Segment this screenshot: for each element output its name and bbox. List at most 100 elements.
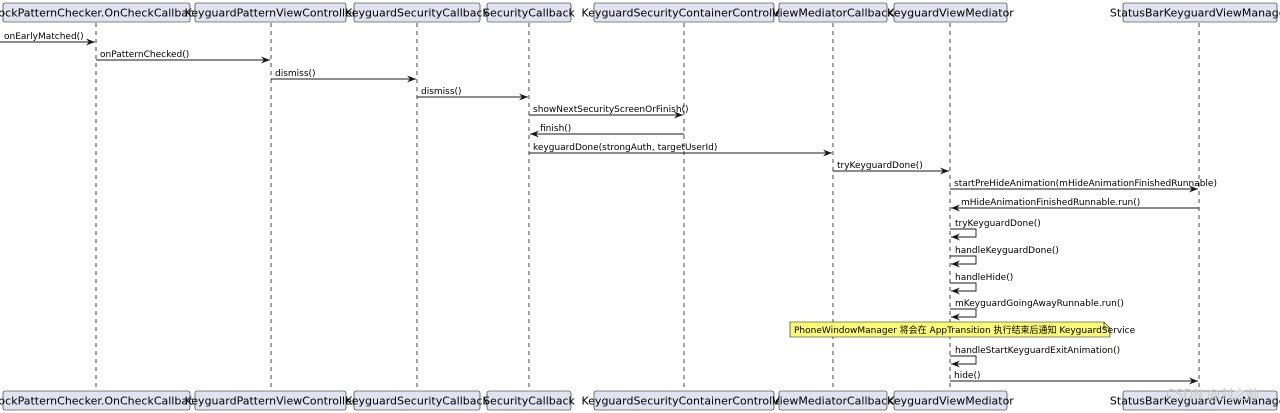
participant-box	[1122, 2, 1278, 23]
participant-bottom-keyguardsecuritycontainercontroller: KeyguardSecurityContainerController	[582, 390, 787, 411]
participant-label: ViewMediatorCallback	[772, 7, 894, 20]
self-arrow	[950, 355, 977, 365]
participant-top-keyguardpatternviewcontroller: KeyguardPatternViewController	[185, 2, 357, 23]
message-label: dismiss()	[421, 87, 462, 97]
participant-top-statusbarkeyguardviewmanager: StatusBarKeyguardViewManager	[1110, 2, 1280, 23]
participant-bottom-lockpatternchecker-oncheckcallback: LockPatternChecker.OnCheckCallback	[0, 390, 201, 411]
participant-label: SecurityCallback	[483, 395, 575, 408]
participant-label: KeyguardPatternViewController	[185, 7, 357, 20]
arrow-head	[951, 233, 960, 241]
participant-top-keyguardsecuritycontainercontroller: KeyguardSecurityContainerController	[582, 2, 787, 23]
message-mkeyguardgoingawayrunnable-run: mKeyguardGoingAwayRunnable.run()	[950, 299, 1124, 321]
message-trykeyguarddone: tryKeyguardDone()	[950, 219, 1041, 241]
message-label: startPreHideAnimation(mHideAnimationFini…	[954, 179, 1217, 189]
message-startprehideanimation-mhideanimationfinishedrunnable: startPreHideAnimation(mHideAnimationFini…	[950, 179, 1217, 193]
participant-label: StatusBarKeyguardViewManager	[1110, 395, 1280, 408]
note-fold	[1103, 322, 1110, 329]
message-label: onEarlyMatched()	[4, 32, 84, 42]
message-label: mKeyguardGoingAwayRunnable.run()	[955, 299, 1124, 309]
arrow-head	[951, 360, 960, 368]
participant-top-lockpatternchecker-oncheckcallback: LockPatternChecker.OnCheckCallback	[0, 2, 201, 23]
self-arrow	[950, 255, 977, 265]
participant-top-keyguardsecuritycallback: KeyguardSecurityCallback	[345, 2, 490, 23]
message-onearlymatched: onEarlyMatched()	[0, 32, 95, 46]
self-arrow	[950, 282, 977, 292]
participant-box	[353, 390, 481, 411]
self-arrow	[950, 228, 977, 238]
message-label: hide()	[954, 371, 980, 381]
arrow-head	[407, 75, 416, 83]
participant-label: StatusBarKeyguardViewManager	[1110, 7, 1280, 20]
note: PhoneWindowManager 将会在 AppTransition 执行结…	[789, 321, 1136, 338]
messages: onEarlyMatched() onPatternChecked() dismis…	[0, 32, 1217, 385]
message-hide: hide()	[950, 371, 1198, 385]
participant-box	[2, 2, 191, 23]
participant-bottom-viewmediatorcallback: ViewMediatorCallback	[772, 390, 894, 411]
participant-box	[194, 390, 347, 411]
message-label: handleStartKeyguardExitAnimation()	[955, 346, 1120, 356]
participant-box	[593, 390, 775, 411]
message-handlekeyguarddone: handleKeyguardDone()	[950, 246, 1059, 268]
message-label: dismiss()	[275, 69, 316, 79]
message-label: showNextSecurityScreenOrFinish()	[533, 105, 689, 115]
message-onpatternchecked: onPatternChecked()	[96, 50, 270, 64]
arrow-head	[1189, 377, 1198, 385]
message-mhideanimationfinishedrunnable-run: mHideAnimationFinishedRunnable.run()	[951, 198, 1199, 212]
participant-box	[353, 2, 481, 23]
arrow-head	[86, 38, 95, 46]
message-finish: finish()	[530, 124, 684, 138]
participant-box	[778, 2, 888, 23]
arrow-head	[940, 167, 949, 175]
participant-label: KeyguardViewMediator	[887, 7, 1014, 20]
message-dismiss: dismiss()	[271, 69, 416, 83]
participant-label: KeyguardSecurityCallback	[345, 395, 489, 408]
message-label: handleHide()	[955, 273, 1013, 283]
participant-label: ViewMediatorCallback	[772, 395, 894, 408]
participant-bottom-securitycallback: SecurityCallback	[483, 390, 576, 411]
message-keyguarddone-strongauth-targetuserid: keyguardDone(strongAuth, targetUserId)	[529, 143, 832, 157]
message-label: onPatternChecked()	[100, 50, 189, 60]
self-arrow	[950, 308, 977, 318]
arrow-head	[530, 130, 539, 138]
participant-top-keyguardviewmediator: KeyguardViewMediator	[887, 2, 1014, 23]
participant-box	[893, 390, 1008, 411]
participant-bottom-statusbarkeyguardviewmanager: StatusBarKeyguardViewManager	[1110, 390, 1280, 411]
participant-box	[778, 390, 888, 411]
participant-bottom-keyguardpatternviewcontroller: KeyguardPatternViewController	[185, 390, 357, 411]
message-label: mHideAnimationFinishedRunnable.run()	[961, 198, 1140, 208]
message-trykeyguarddone: tryKeyguardDone()	[833, 161, 949, 175]
message-label: tryKeyguardDone()	[955, 219, 1041, 229]
message-label: tryKeyguardDone()	[837, 161, 923, 171]
participant-box	[2, 390, 191, 411]
participant-label: KeyguardSecurityContainerController	[582, 7, 787, 20]
message-handlehide: handleHide()	[950, 273, 1013, 295]
note-text: PhoneWindowManager 将会在 AppTransition 执行结…	[794, 324, 1136, 336]
participant-top-securitycallback: SecurityCallback	[483, 2, 576, 23]
message-shownextsecurityscreenorfinish: showNextSecurityScreenOrFinish()	[529, 105, 689, 119]
arrow-head	[951, 260, 960, 268]
participant-label: LockPatternChecker.OnCheckCallback	[0, 7, 201, 20]
participant-label: KeyguardPatternViewController	[185, 395, 357, 408]
participant-headers-top: LockPatternChecker.OnCheckCallbackKeygua…	[0, 2, 1280, 23]
participant-label: KeyguardSecurityCallback	[345, 7, 489, 20]
note-box	[789, 321, 1111, 338]
participant-box	[893, 2, 1008, 23]
arrow-head	[261, 56, 270, 64]
arrow-head	[519, 93, 528, 101]
message-label: handleKeyguardDone()	[955, 246, 1059, 256]
arrow-head	[1189, 185, 1198, 193]
participant-label: SecurityCallback	[483, 7, 575, 20]
participant-box	[1122, 390, 1278, 411]
arrow-head	[823, 149, 832, 157]
participant-top-viewmediatorcallback: ViewMediatorCallback	[772, 2, 894, 23]
participant-label: KeyguardViewMediator	[887, 395, 1014, 408]
arrow-head	[951, 313, 960, 321]
participant-box	[194, 2, 347, 23]
arrow-head	[951, 204, 960, 212]
participant-box	[486, 2, 572, 23]
message-handlestartkeyguardexitanimation: handleStartKeyguardExitAnimation()	[950, 346, 1120, 368]
participant-label: KeyguardSecurityContainerController	[582, 395, 787, 408]
watermark: CSDN @刘之帅	[1166, 388, 1259, 403]
message-label: keyguardDone(strongAuth, targetUserId)	[533, 143, 717, 153]
